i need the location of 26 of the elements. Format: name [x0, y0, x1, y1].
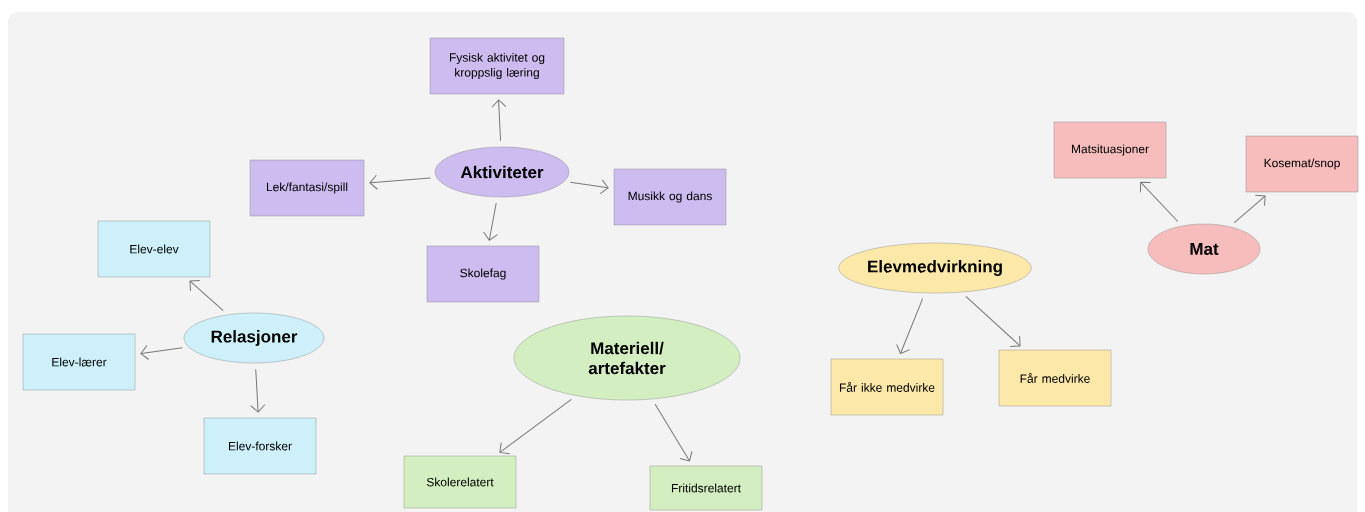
- subtopic-box: Skolerelatert: [403, 455, 517, 509]
- arrow: [499, 398, 572, 455]
- subtopic-box: Skolefag: [426, 245, 540, 303]
- subtopic-box: Matsituasjoner: [1053, 121, 1167, 179]
- arrow: [250, 368, 266, 413]
- subtopic-box: Elev-forsker: [203, 417, 317, 475]
- subtopic-box: Musikk og dans: [613, 168, 727, 226]
- arrow: [369, 174, 431, 190]
- arrow: [896, 298, 924, 354]
- subtopic-box: Fritidsrelatert: [649, 465, 763, 511]
- arrow: [1139, 181, 1179, 222]
- arrow: [1233, 194, 1266, 224]
- subtopic-box: Får medvirke: [998, 349, 1112, 407]
- subtopic-box: Elev-lærer: [22, 333, 136, 391]
- arrow: [654, 403, 693, 462]
- arrow: [189, 279, 224, 312]
- arrow: [569, 179, 609, 195]
- arrow: [491, 99, 507, 142]
- subtopic-box: Fysisk aktivitet og kroppslig læring: [429, 37, 565, 95]
- arrow: [483, 202, 498, 241]
- arrow: [965, 295, 1021, 347]
- subtopic-box: Kosemat/snop: [1245, 135, 1359, 193]
- subtopic-box: Får ikke medvirke: [830, 358, 944, 416]
- subtopic-box: Lek/fantasi/spill: [249, 159, 365, 217]
- arrow: [140, 345, 183, 360]
- subtopic-box: Elev-elev: [97, 220, 211, 278]
